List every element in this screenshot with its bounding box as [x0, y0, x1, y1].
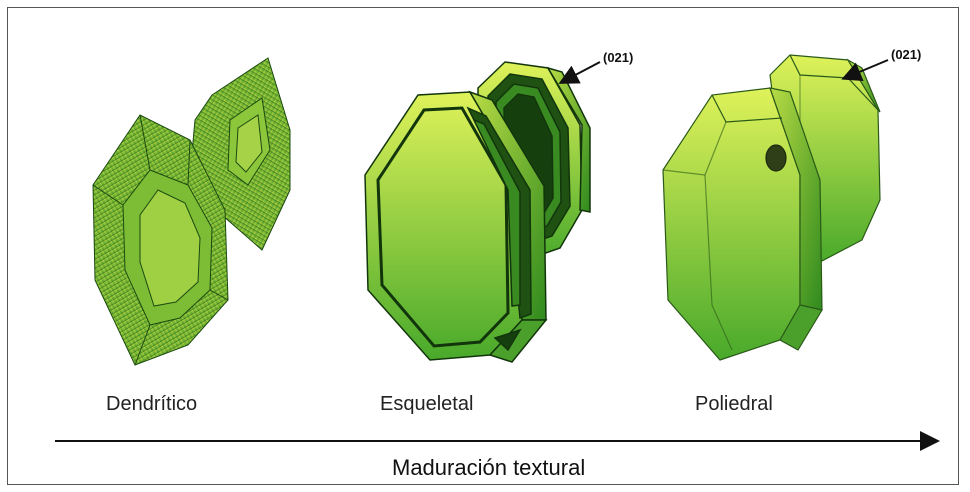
- polyhedral-crystal: [662, 54, 881, 361]
- axis-caption: Maduración textural: [392, 455, 586, 480]
- skeletal-crystal: [364, 61, 591, 363]
- annotation-label-polyhedral: (021): [891, 47, 922, 62]
- dendritic-crystal: [92, 57, 291, 366]
- stage-label-polyhedral: Poliedral: [695, 393, 773, 415]
- annotation-arrow-2: [841, 59, 889, 82]
- annotation-arrow-1: [558, 61, 601, 84]
- stage-label-skeletal: Esqueletal: [380, 393, 474, 415]
- annotation-label-skeletal: (021): [603, 50, 634, 65]
- inclusion-spot: [765, 144, 787, 172]
- stage-label-dendritic: Dendrítico: [106, 393, 198, 415]
